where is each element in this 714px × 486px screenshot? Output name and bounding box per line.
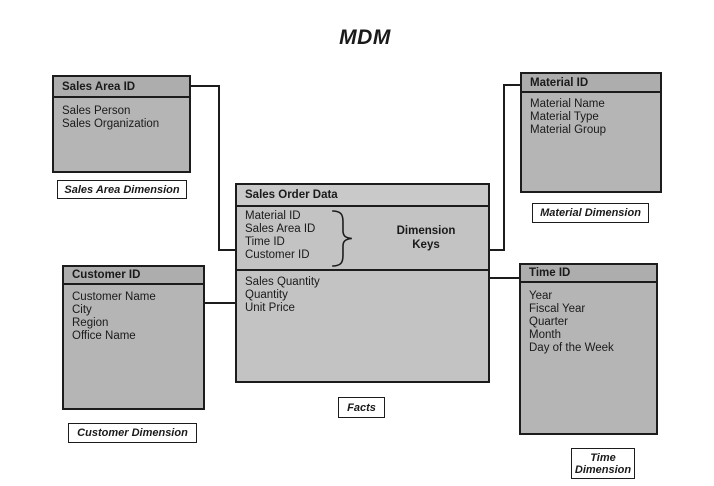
time-dimension-caption: Time Dimension	[571, 448, 635, 479]
attribute-row: Sales Organization	[62, 118, 160, 130]
facts-caption: Facts	[338, 397, 385, 418]
sales-area-dimension-caption: Sales Area Dimension	[57, 180, 187, 199]
connector-time-h	[488, 277, 521, 279]
dimension-keys-annotation: Dimension Keys	[381, 224, 471, 252]
measure-row: Sales Quantity	[245, 276, 320, 288]
sales-area-dimension-table: Sales Area ID Sales Person Sales Organiz…	[52, 75, 191, 173]
material-table-header: Material ID	[522, 74, 660, 93]
time-table-header: Time ID	[521, 265, 656, 283]
time-table-body: Year Fiscal Year Quarter Month Day of th…	[521, 283, 656, 355]
customer-table-header: Customer ID	[64, 267, 203, 285]
fact-table-key-section: Material ID Sales Area ID Time ID Custom…	[237, 207, 488, 271]
connector-material-h1	[503, 84, 522, 86]
key-row: Customer ID	[245, 249, 310, 261]
connector-sales-area-h1	[190, 85, 220, 87]
measure-row: Unit Price	[245, 302, 295, 314]
material-dimension-caption: Material Dimension	[532, 203, 649, 223]
key-row: Time ID	[245, 236, 285, 248]
time-dimension-table: Time ID Year Fiscal Year Quarter Month D…	[519, 263, 658, 435]
attribute-row: Customer Name	[72, 291, 156, 303]
material-dimension-table: Material ID Material Name Material Type …	[520, 72, 662, 193]
connector-customer-h	[203, 302, 237, 304]
material-table-body: Material Name Material Type Material Gro…	[522, 93, 660, 137]
attribute-row: Year	[529, 290, 553, 302]
attribute-row: Fiscal Year	[529, 303, 586, 315]
attribute-row: Month	[529, 329, 561, 341]
measure-row: Quantity	[245, 289, 288, 301]
attribute-row: Quarter	[529, 316, 568, 328]
caption-label: Sales Area Dimension	[64, 183, 180, 196]
caption-label: Facts	[347, 401, 376, 414]
attribute-row: Region	[72, 317, 109, 329]
attribute-row: Day of the Week	[529, 342, 614, 354]
annotation-line: Keys	[412, 239, 440, 251]
fact-table-header: Sales Order Data	[237, 185, 488, 207]
attribute-row: Material Name	[530, 98, 605, 110]
caption-label: Time Dimension	[574, 451, 632, 476]
curly-brace-icon	[332, 210, 352, 267]
caption-label: Material Dimension	[540, 207, 641, 219]
annotation-line: Dimension	[396, 225, 456, 237]
attribute-row: City	[72, 304, 92, 316]
connector-sales-area-v	[218, 85, 220, 251]
table-header-label: Sales Order Data	[245, 189, 338, 201]
attribute-row: Sales Person	[62, 105, 131, 117]
connector-sales-area-h2	[218, 249, 237, 251]
fact-table-measure-section: Sales Quantity Quantity Unit Price	[237, 271, 488, 315]
connector-material-h2	[488, 249, 505, 251]
attribute-row: Material Group	[530, 124, 607, 136]
customer-dimension-table: Customer ID Customer Name City Region Of…	[62, 265, 205, 410]
table-header-label: Time ID	[529, 267, 571, 279]
customer-table-body: Customer Name City Region Office Name	[64, 285, 203, 343]
key-row: Sales Area ID	[245, 223, 316, 235]
sales-area-table-header: Sales Area ID	[54, 77, 189, 98]
customer-dimension-caption: Customer Dimension	[68, 423, 197, 443]
sales-area-table-body: Sales Person Sales Organization	[54, 98, 189, 131]
connector-material-v	[503, 84, 505, 251]
table-header-label: Material ID	[530, 76, 589, 89]
caption-label: Customer Dimension	[77, 427, 188, 439]
sales-order-data-fact-table: Sales Order Data Material ID Sales Area …	[235, 183, 490, 383]
diagram-title: MDM	[339, 26, 391, 49]
table-header-label: Sales Area ID	[62, 80, 136, 93]
attribute-row: Office Name	[72, 330, 136, 342]
key-row: Material ID	[245, 210, 301, 222]
attribute-row: Material Type	[530, 111, 599, 123]
table-header-label: Customer ID	[72, 269, 141, 281]
